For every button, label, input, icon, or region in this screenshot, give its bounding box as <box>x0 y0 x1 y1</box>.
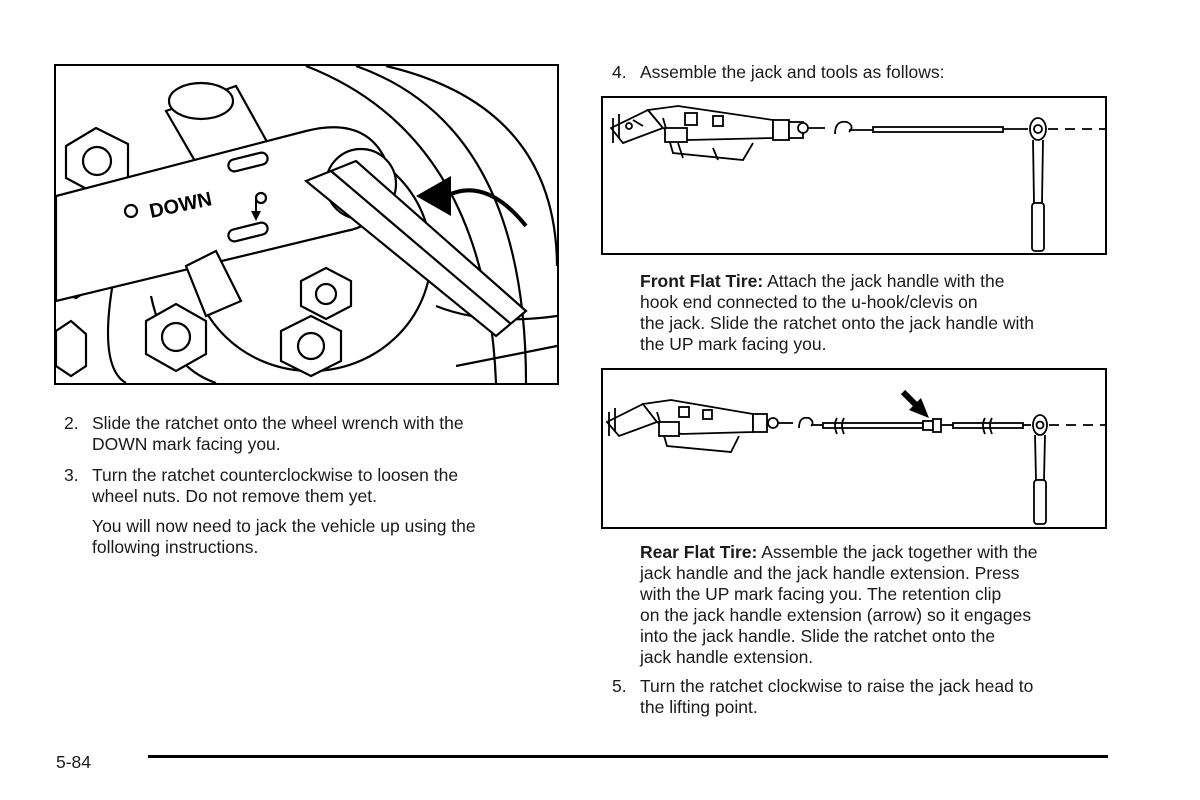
wheel-wrench-illustration: DOWN <box>56 66 557 383</box>
front-flat-tire-line-4: the UP mark facing you. <box>640 334 827 354</box>
rear-flat-tire-line-6: jack handle extension. <box>640 647 814 667</box>
step-3-line-1: Turn the ratchet counterclockwise to loo… <box>92 465 459 485</box>
rear-flat-tire-line-3: with the UP mark facing you. The retenti… <box>640 584 1002 604</box>
step-5-line-1: Turn the ratchet clockwise to raise the … <box>640 676 1034 696</box>
step-5-number: 5. <box>612 676 627 696</box>
footer-rule <box>148 755 1108 758</box>
rear-flat-tire-heading: Rear Flat Tire: <box>640 542 758 562</box>
rear-jack-illustration <box>605 389 1105 525</box>
page-number: 5-84 <box>56 752 92 772</box>
step-4-number: 4. <box>612 62 627 82</box>
front-flat-tire-heading: Front Flat Tire: <box>640 271 764 291</box>
front-jack-assembly-figure <box>601 96 1107 255</box>
rear-flat-tire-line-4: on the jack handle extension (arrow) so … <box>640 605 1032 625</box>
step-2-line-2: DOWN mark facing you. <box>92 434 281 454</box>
step-2-number: 2. <box>64 413 79 433</box>
front-flat-tire-line-1: Front Flat Tire: Attach the jack handle … <box>640 271 1004 292</box>
front-flat-tire-line-2: hook end connected to the u-hook/clevis … <box>640 292 978 312</box>
step-3-note-line-1: You will now need to jack the vehicle up… <box>92 516 476 536</box>
step-4-text: Assemble the jack and tools as follows: <box>640 62 945 82</box>
front-flat-tire-line-3: the jack. Slide the ratchet onto the jac… <box>640 313 1034 333</box>
step-2-line-1: Slide the ratchet onto the wheel wrench … <box>92 413 464 433</box>
step-5-line-2: the lifting point. <box>640 697 758 717</box>
rear-flat-tire-line-1: Rear Flat Tire: Assemble the jack togeth… <box>640 542 1038 563</box>
step-3-note-line-2: following instructions. <box>92 537 259 557</box>
wheel-wrench-ratchet-figure: DOWN <box>54 64 559 385</box>
front-jack-illustration <box>609 105 1105 252</box>
rear-flat-tire-line-2: jack handle and the jack handle extensio… <box>640 563 1020 583</box>
step-3-line-2: wheel nuts. Do not remove them yet. <box>92 486 377 506</box>
rear-flat-tire-line-5: into the jack handle. Slide the ratchet … <box>640 626 996 646</box>
rear-flat-tire-text-1: Assemble the jack together with the <box>761 542 1038 562</box>
front-flat-tire-text-1: Attach the jack handle with the <box>767 271 1005 291</box>
rear-jack-assembly-figure <box>601 368 1107 529</box>
step-3-number: 3. <box>64 465 79 485</box>
